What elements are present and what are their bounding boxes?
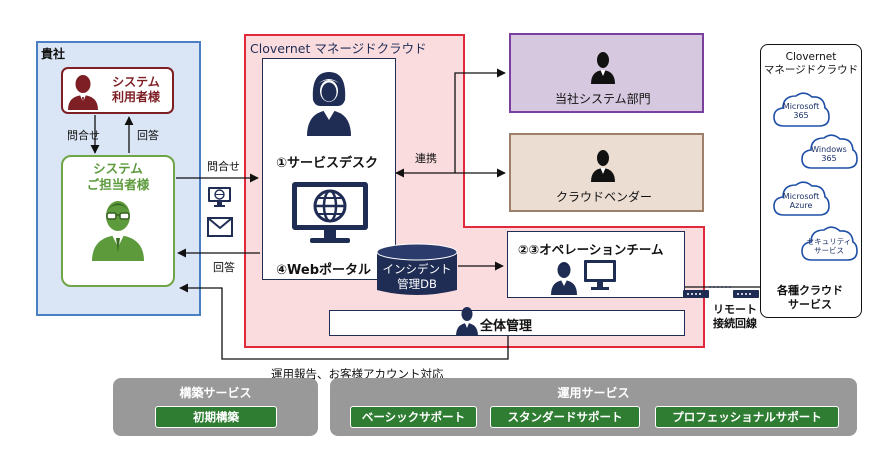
- cloud-microsoft-365-icon: Microsoft 365: [772, 88, 830, 128]
- system-user-label: システム 利用者様: [100, 72, 172, 108]
- operator-icon: [305, 70, 353, 136]
- cloud-microsoft-azure-line1: Microsoft: [782, 192, 820, 201]
- cloud-microsoft-365-line1: Microsoft: [782, 102, 820, 111]
- overall-management-box: [329, 310, 685, 336]
- client-answer-label: 回答: [137, 129, 159, 142]
- initial-build-button: 初期構築: [155, 406, 277, 428]
- web-portal-label: ④Webポータル: [276, 263, 372, 278]
- overall-management-icon: [455, 304, 479, 336]
- cloud-security-service-line2: サービス: [814, 246, 844, 255]
- remote-line-label-line1: リモート: [713, 303, 757, 316]
- standard-support-button: スタンダードサポート: [490, 406, 640, 428]
- cloud-windows-365-line2: 365: [821, 154, 837, 163]
- basic-support-button: ベーシックサポート: [350, 406, 477, 428]
- incident-db-icon: [376, 243, 458, 299]
- panel-title-line1: Clovernet: [785, 51, 837, 63]
- system-user-label-line1: システム: [112, 75, 160, 89]
- router-icon-left: [683, 283, 709, 298]
- cloud-microsoft-azure-icon: Microsoft Azure: [772, 175, 830, 217]
- professional-support-button: プロフェッショナルサポート: [655, 406, 839, 428]
- system-user-label-line2: 利用者様: [111, 90, 160, 104]
- overall-management-label: 全体管理: [480, 319, 533, 334]
- cloud-services-panel-footer: 各種クラウド サービス: [772, 283, 848, 313]
- cloud-microsoft-azure-line2: Azure: [789, 201, 813, 210]
- operation-team-box: [507, 231, 685, 298]
- system-admin-label-line1: システム: [93, 161, 143, 176]
- system-user-icon: [66, 72, 100, 110]
- cloud-windows-365-line1: Windows: [811, 145, 847, 154]
- web-globe-icon: [207, 186, 232, 208]
- report-arrow: [179, 283, 509, 360]
- cloud-services-panel-title: Clovernet マネージドクラウド: [760, 50, 862, 78]
- incident-db-label-line1: インシデント: [382, 262, 452, 276]
- system-admin-label: システム ご担当者様: [61, 160, 175, 194]
- web-portal-monitor-icon: [290, 180, 370, 246]
- cloud-security-service-icon: セキュリティ サービス: [800, 222, 858, 262]
- panel-title-line2: マネージドクラウド: [763, 64, 859, 76]
- system-admin-icon: [90, 197, 146, 261]
- panel-footer-line1: 各種クラウド: [777, 284, 843, 297]
- remote-line-label: リモート 接続回線: [703, 302, 767, 332]
- mail-icon: [207, 217, 233, 237]
- cloud-windows-365-icon: Windows 365: [800, 130, 858, 170]
- router-icon-right: [733, 283, 759, 298]
- operation-team-label: ②③オペレーションチーム: [518, 242, 664, 257]
- service-desk-label: ①サービスデスク: [276, 156, 379, 171]
- client-title: 貴社: [41, 47, 66, 61]
- operation-team-icon: [548, 257, 618, 295]
- service-answer-label: 回答: [213, 261, 235, 274]
- incident-db-label: インシデント 管理DB: [376, 261, 458, 293]
- panel-footer-line2: サービス: [788, 298, 832, 311]
- cooperation-label: 連携: [415, 152, 437, 165]
- system-dept-label: 当社システム部門: [555, 92, 651, 106]
- build-service-title: 構築サービス: [179, 386, 252, 400]
- report-label: 運用報告、お客様アカウント対応: [271, 367, 444, 381]
- incident-db-label-line2: 管理DB: [397, 277, 437, 291]
- cloud-vendor-label: クラウドベンダー: [556, 190, 653, 204]
- remote-line-label-line2: 接続回線: [713, 317, 757, 330]
- service-inquiry-label: 問合せ: [207, 160, 240, 173]
- client-inquiry-label: 問合せ: [67, 129, 100, 142]
- cloud-security-service-line1: セキュリティ: [806, 237, 852, 246]
- managed-cloud-title: Clovernet マネージドクラウド: [250, 41, 427, 56]
- system-dept-icon: [590, 50, 616, 84]
- cloud-vendor-icon: [590, 148, 616, 182]
- cloud-services-panel: [760, 44, 862, 318]
- operation-service-title: 運用サービス: [557, 386, 630, 400]
- arrow-to-system-dept: [454, 68, 506, 173]
- cloud-microsoft-365-line2: 365: [793, 111, 809, 120]
- system-admin-label-line2: ご担当者様: [86, 177, 150, 192]
